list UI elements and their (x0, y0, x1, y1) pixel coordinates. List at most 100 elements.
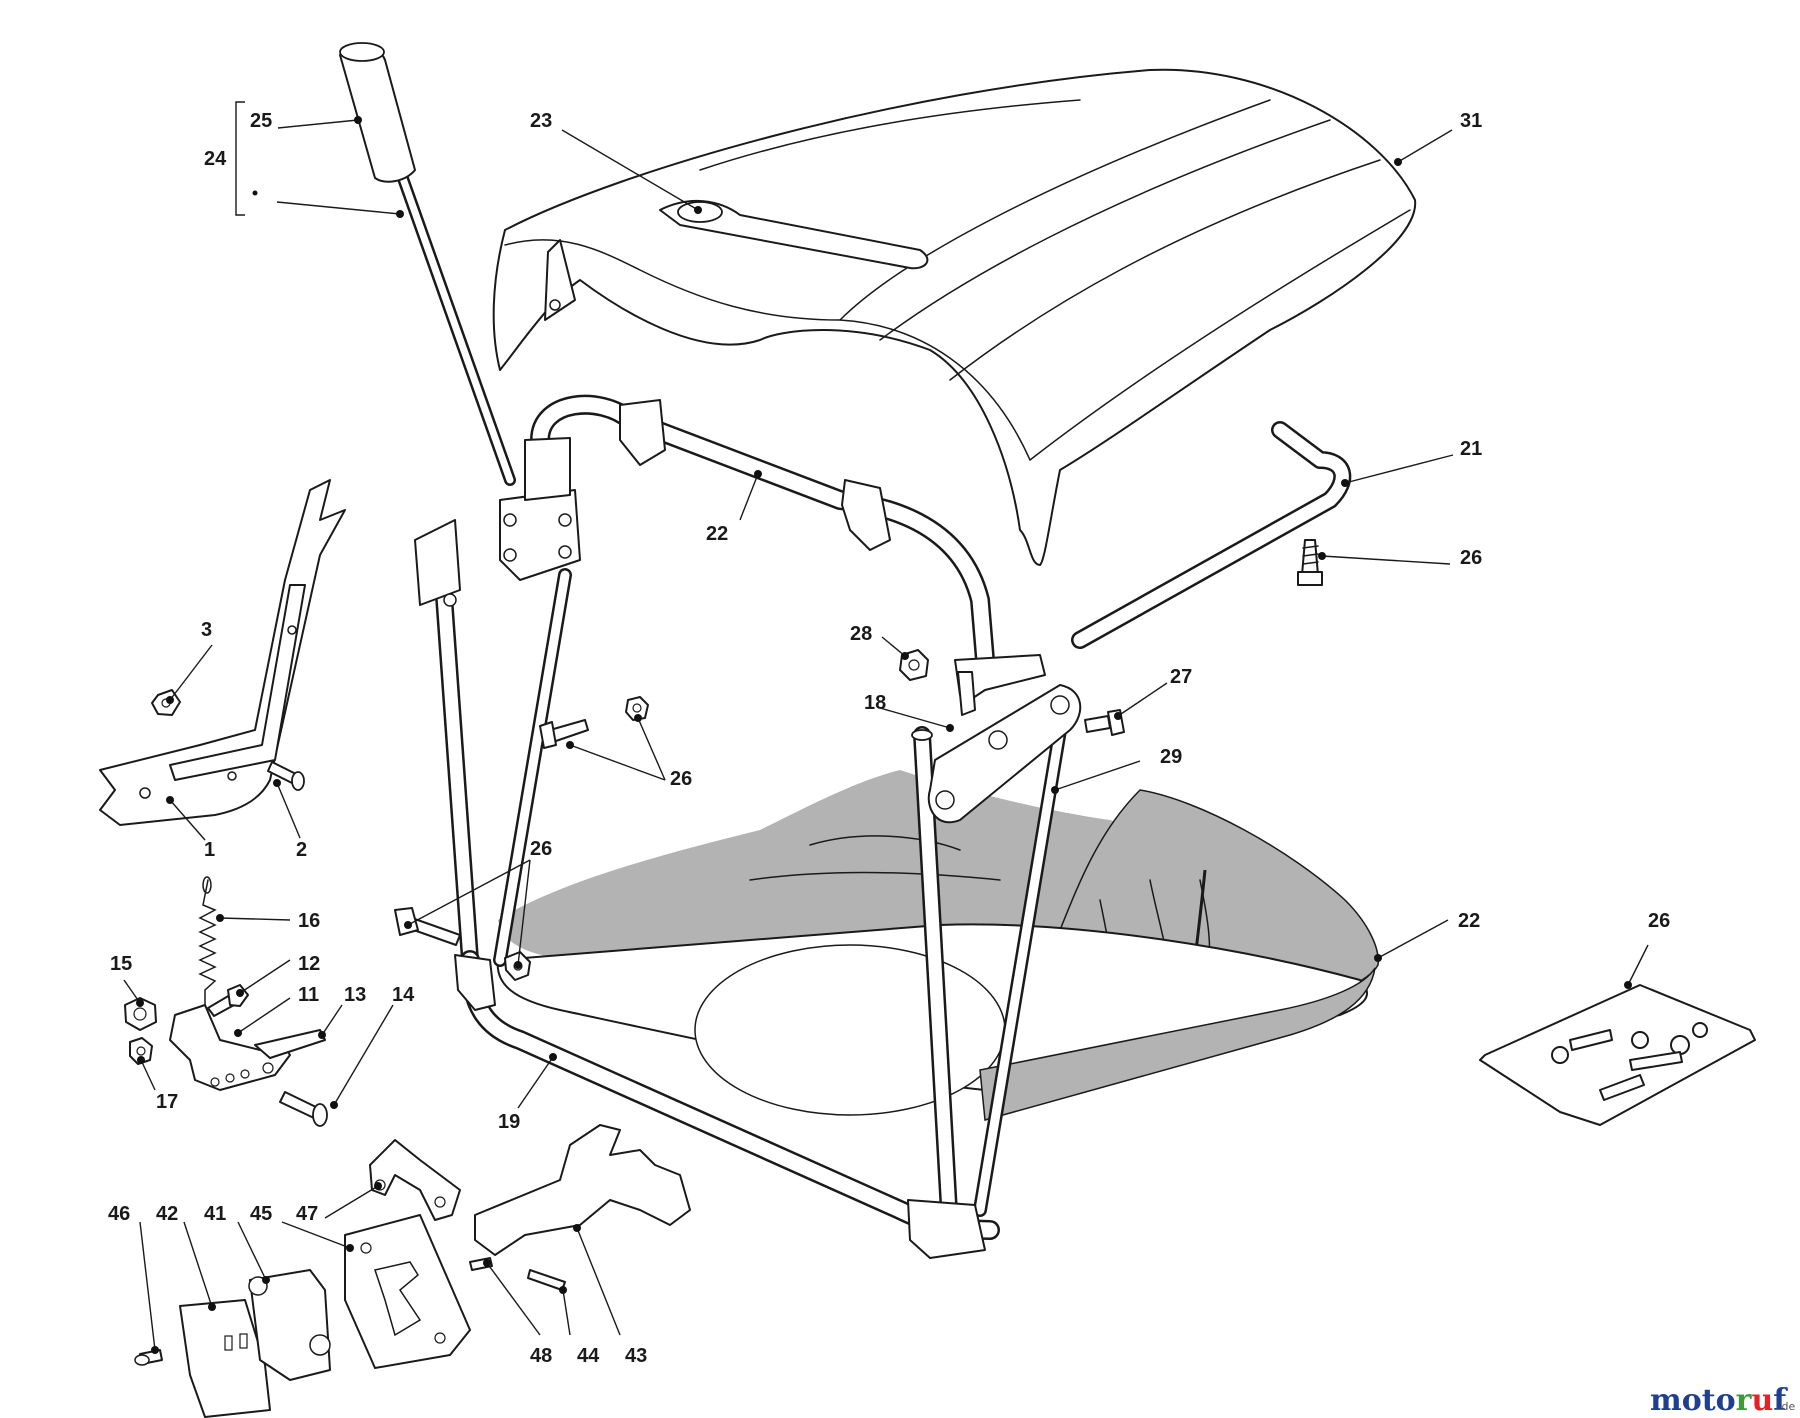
leader-44 (562, 1289, 571, 1336)
leader-12-dot (236, 989, 244, 997)
leader-21-dot (1341, 479, 1349, 487)
leader-18 (879, 707, 951, 729)
leader-45-dot (346, 1244, 354, 1252)
callout-42: 42 (156, 1203, 178, 1225)
left-frame-plate (414, 519, 461, 606)
leader-28-dot (901, 652, 909, 660)
latch-body-41 (249, 1269, 331, 1381)
callout-26-upper: 26 (1460, 547, 1482, 569)
leader-26-mid-a-dot (566, 741, 574, 749)
callout-48: 48 (530, 1345, 552, 1367)
leader-24-sub (276, 201, 401, 215)
leader-17 (140, 1059, 156, 1091)
nut-15-hole (133, 1007, 147, 1021)
callout-21: 21 (1460, 438, 1482, 460)
leader-15 (123, 979, 141, 1004)
leader-17-dot (137, 1056, 145, 1064)
grass-bag (496, 770, 1379, 1121)
leader-1 (169, 799, 206, 841)
latch-plate-11 (169, 1004, 291, 1091)
leader-26-upper-dot (1318, 552, 1326, 560)
callout-22-lower: 22 (1458, 910, 1480, 932)
callout-2: 2 (296, 839, 307, 861)
bag-fold-2 (749, 871, 1001, 881)
hw-washer-b (1692, 1022, 1708, 1038)
lid-ridge-2 (879, 119, 1331, 341)
callout-43: 43 (625, 1345, 647, 1367)
callout-47: 47 (296, 1203, 318, 1225)
leader-24-brace (235, 101, 245, 216)
hw-nut-b (1631, 1031, 1649, 1049)
side-plate-hole-a (139, 787, 151, 799)
leader-14 (333, 1004, 394, 1106)
front-right-post-inner (915, 728, 957, 1237)
leader-16-dot (216, 914, 224, 922)
lid-hinge-hole (549, 299, 561, 311)
front-left-post-inner (433, 533, 477, 967)
callout-23: 23 (530, 110, 552, 132)
corner-cap-left (454, 954, 496, 1011)
leader-26-lower-a (407, 859, 531, 926)
side-plate-hole-c (287, 625, 297, 635)
lid-ridge-5 (699, 99, 1081, 171)
callout-26-lower: 26 (530, 838, 552, 860)
screw-46-head (134, 1354, 150, 1366)
upper-frame-tube-outer (530, 394, 995, 670)
leader-41 (237, 1221, 267, 1281)
leader-26-lower-b-dot (514, 961, 522, 969)
callout-22-upper: 22 (706, 523, 728, 545)
left-hinge-bracket (499, 489, 581, 581)
callout-3: 3 (201, 619, 212, 641)
leader-23-dot (694, 206, 702, 214)
spring-16 (198, 879, 217, 1016)
callout-1: 1 (204, 839, 215, 861)
screw-26-upper (1301, 539, 1319, 576)
lid-ridge-3 (949, 159, 1381, 381)
leader-42 (183, 1221, 213, 1308)
side-plate-hole-b (227, 771, 237, 781)
pin-44 (527, 1269, 566, 1291)
leader-28 (881, 636, 906, 657)
leader-41-dot (262, 1276, 270, 1284)
nut-28-hole (908, 659, 920, 671)
callout-44: 44 (577, 1345, 600, 1367)
leader-47-dot (374, 1182, 382, 1190)
leader-22-upper-dot (754, 470, 762, 478)
lid-rim-line (504, 239, 1031, 461)
rear-frame-loop-outer (1071, 421, 1352, 649)
watermark-r: r (1736, 1383, 1753, 1418)
latch-frame-hole-a (360, 1242, 372, 1254)
left-hinge-bolt-d (558, 545, 572, 559)
leader-lines (123, 101, 1649, 1354)
watermark-text: motoruf (1650, 1383, 1788, 1418)
cover-plate-42 (179, 1299, 271, 1418)
bolt-14-head (312, 1103, 328, 1127)
leader-29 (1054, 760, 1141, 791)
leader-1-dot (166, 796, 174, 804)
rear-frame-loop-inner (1073, 423, 1349, 647)
callout-15: 15 (110, 953, 132, 975)
lid-ridge-1 (839, 99, 1271, 321)
leader-48 (486, 1262, 541, 1336)
leader-44-dot (559, 1286, 567, 1294)
callout-16: 16 (298, 910, 320, 932)
watermark-domain: .de (1778, 1400, 1795, 1413)
brace-right-inner (975, 725, 1065, 1215)
leader-26-lower-a-dot (404, 921, 412, 929)
screw-2-head (291, 771, 305, 791)
brace-left-inner (495, 570, 570, 965)
right-post-top (911, 729, 933, 741)
bolt-26-mid-head (539, 721, 557, 749)
side-plate (99, 479, 346, 826)
callout-labels: 25 24 23 31 21 22 26 3 28 27 18 29 26 1 … (108, 110, 1670, 1367)
callout-45: 45 (250, 1203, 272, 1225)
leader-46-dot (151, 1346, 159, 1354)
hw-nut-a (1551, 1046, 1569, 1064)
leader-2-dot (273, 779, 281, 787)
leader-27 (1117, 682, 1168, 717)
leader-26-lower-b (517, 859, 531, 966)
hardware-bag-outline (1479, 984, 1756, 1126)
lever-rod-inner (396, 166, 514, 484)
callout-18: 18 (864, 692, 886, 714)
